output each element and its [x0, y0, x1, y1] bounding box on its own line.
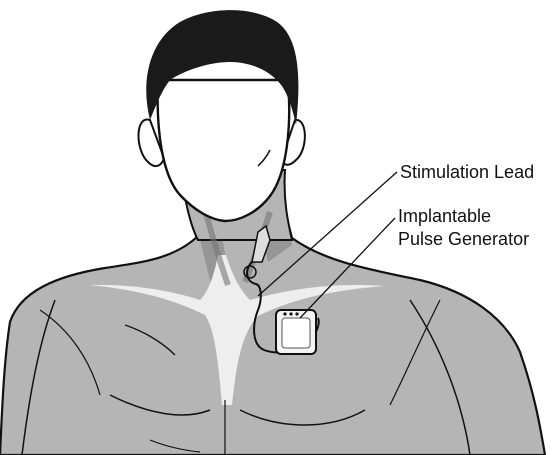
- generator-inner: [282, 318, 310, 348]
- pulse-generator-label-line1: Implantable: [398, 206, 491, 227]
- generator-port-1: [283, 312, 286, 315]
- stimulation-lead-label: Stimulation Lead: [400, 162, 534, 183]
- generator-port-3: [295, 312, 298, 315]
- pulse-generator-label-line2: Pulse Generator: [398, 229, 529, 250]
- pulse-generator-icon: [276, 310, 316, 354]
- generator-port-2: [289, 312, 292, 315]
